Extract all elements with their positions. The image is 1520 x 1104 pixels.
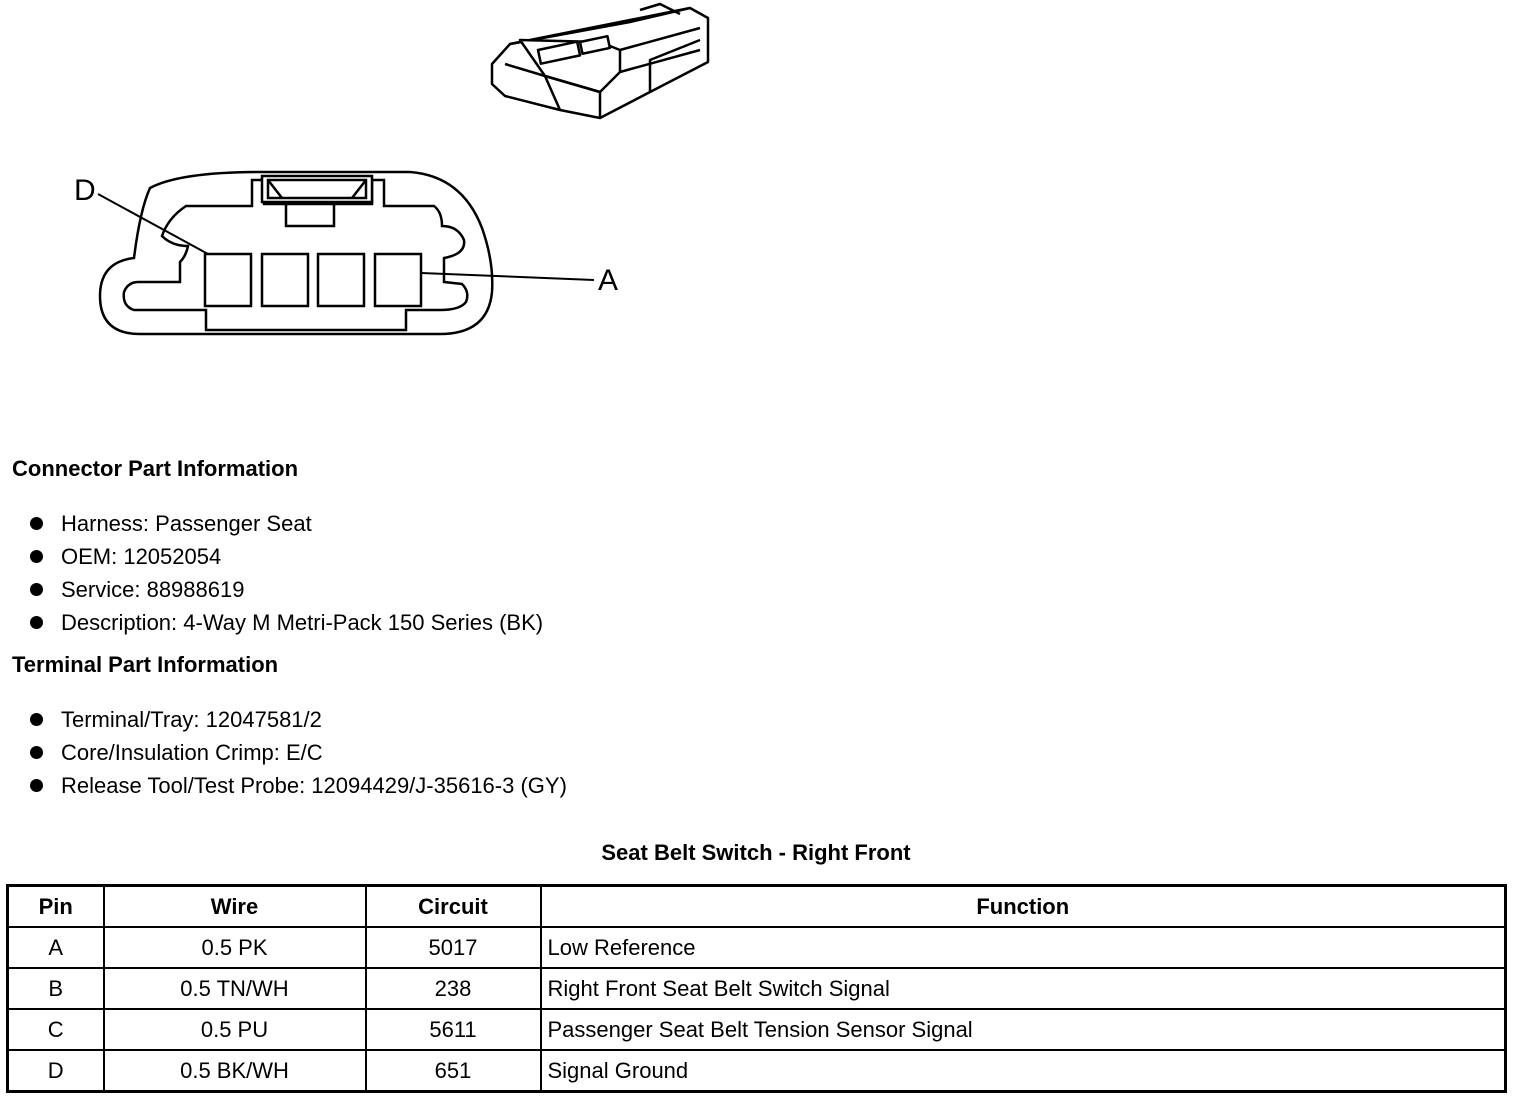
- terminal-part-info-list: Terminal/Tray: 12047581/2 Core/Insulatio…: [30, 703, 567, 802]
- bullet-icon: [30, 616, 43, 629]
- pin-leader-lines: [97, 193, 595, 281]
- cell-wire: 0.5 PK: [102, 926, 367, 969]
- bullet-icon: [30, 583, 43, 596]
- column-header-function: Function: [539, 884, 1507, 928]
- table-row: A 0.5 PK 5017 Low Reference: [6, 926, 1507, 969]
- column-header-wire: Wire: [102, 884, 367, 928]
- connector-isometric-view: [490, 2, 710, 120]
- cavity-c: [260, 252, 310, 308]
- table-row: D 0.5 BK/WH 651 Signal Ground: [6, 1049, 1507, 1093]
- cell-circuit: 651: [364, 1049, 542, 1093]
- connector-drawing: D A: [74, 2, 710, 336]
- cell-wire: 0.5 PU: [102, 1008, 367, 1051]
- column-header-pin: Pin: [6, 884, 105, 928]
- list-item: Release Tool/Test Probe: 12094429/J-3561…: [30, 769, 567, 802]
- list-item: Core/Insulation Crimp: E/C: [30, 736, 567, 769]
- pinout-table: Pin Wire Circuit Function A 0.5 PK 5017 …: [6, 884, 1507, 1093]
- connector-info-harness: Harness: Passenger Seat: [61, 510, 312, 536]
- terminal-info-release-tool: Release Tool/Test Probe: 12094429/J-3561…: [61, 772, 567, 798]
- bullet-icon: [30, 517, 43, 530]
- connector-part-info-list: Harness: Passenger Seat OEM: 12052054 Se…: [30, 507, 543, 639]
- list-item: Description: 4-Way M Metri-Pack 150 Seri…: [30, 606, 543, 639]
- cavity-b: [316, 252, 366, 308]
- leader-line-d: [97, 193, 209, 255]
- cavity-d: [203, 252, 253, 308]
- cell-function: Right Front Seat Belt Switch Signal: [539, 967, 1507, 1010]
- cell-circuit: 5611: [364, 1008, 542, 1051]
- connector-face-view: [98, 170, 494, 336]
- cell-wire: 0.5 TN/WH: [102, 967, 367, 1010]
- bullet-icon: [30, 746, 43, 759]
- cell-pin: B: [6, 967, 105, 1010]
- terminal-part-info-heading: Terminal Part Information: [12, 652, 279, 677]
- cell-circuit: 5017: [364, 926, 542, 969]
- leader-line-a: [420, 272, 595, 281]
- bullet-icon: [30, 713, 43, 726]
- connector-part-info-heading: Connector Part Information: [12, 456, 299, 481]
- terminal-cavities: [203, 252, 423, 308]
- list-item: Service: 88988619: [30, 573, 543, 606]
- column-header-circuit: Circuit: [364, 884, 542, 928]
- terminal-info-tray: Terminal/Tray: 12047581/2: [61, 706, 322, 732]
- list-item: Terminal/Tray: 12047581/2: [30, 703, 567, 736]
- cell-pin: D: [6, 1049, 105, 1093]
- cell-pin: C: [6, 1008, 105, 1051]
- cell-function: Low Reference: [539, 926, 1507, 969]
- table-row: C 0.5 PU 5611 Passenger Seat Belt Tensio…: [6, 1008, 1507, 1051]
- list-item: OEM: 12052054: [30, 540, 543, 573]
- connector-info-description: Description: 4-Way M Metri-Pack 150 Seri…: [61, 609, 544, 635]
- cell-function: Passenger Seat Belt Tension Sensor Signa…: [539, 1008, 1507, 1051]
- bullet-icon: [30, 779, 43, 792]
- connector-diagram: D A: [0, 0, 720, 350]
- table-title: Seat Belt Switch - Right Front: [601, 840, 911, 865]
- cell-circuit: 238: [364, 967, 542, 1010]
- cavity-a: [373, 252, 423, 308]
- connector-info-oem: OEM: 12052054: [61, 543, 222, 569]
- list-item: Harness: Passenger Seat: [30, 507, 543, 540]
- terminal-info-crimp: Core/Insulation Crimp: E/C: [61, 739, 323, 765]
- table-row: B 0.5 TN/WH 238 Right Front Seat Belt Sw…: [6, 967, 1507, 1010]
- bullet-icon: [30, 550, 43, 563]
- pin-label-a: A: [598, 264, 618, 297]
- connector-info-service: Service: 88988619: [61, 576, 245, 602]
- pin-label-d: D: [74, 174, 96, 207]
- table-header-row: Pin Wire Circuit Function: [6, 884, 1507, 928]
- cell-function: Signal Ground: [539, 1049, 1507, 1093]
- cell-wire: 0.5 BK/WH: [102, 1049, 367, 1093]
- cell-pin: A: [6, 926, 105, 969]
